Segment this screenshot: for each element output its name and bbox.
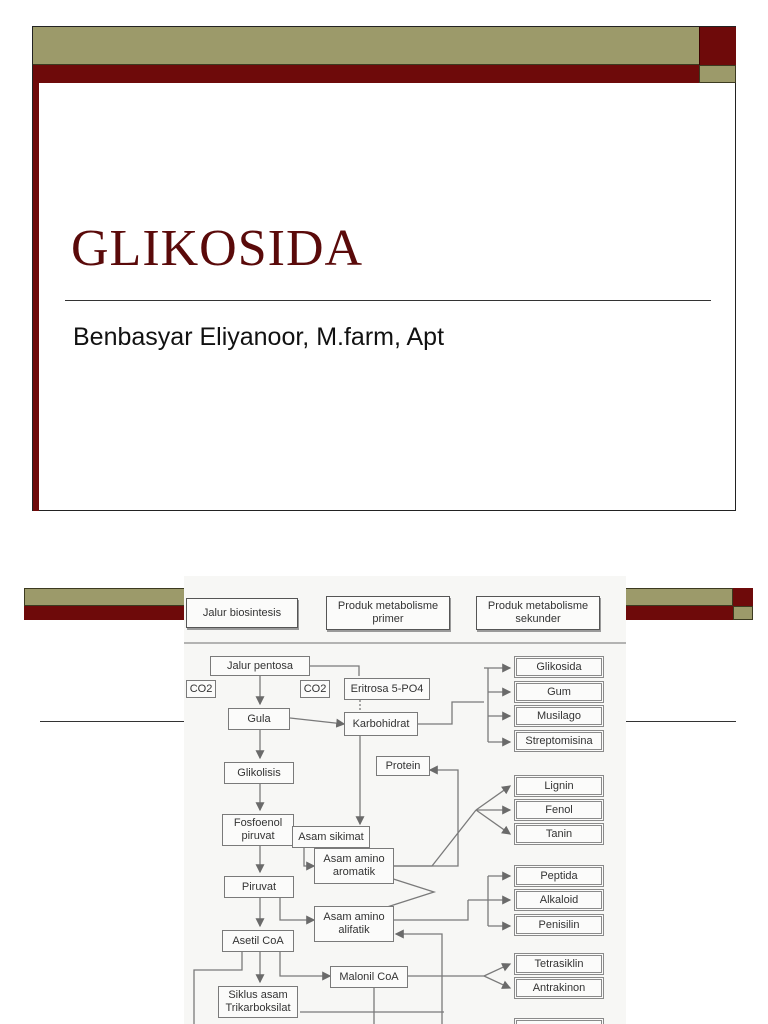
node-karbohidrat: Karbohidrat xyxy=(344,712,418,736)
node-streptomisina: Streptomisina xyxy=(514,730,604,752)
header-pathway: Jalur biosintesis xyxy=(186,598,298,628)
slide2-divider-right xyxy=(624,721,736,722)
node-piruvat: Piruvat xyxy=(224,876,294,898)
header-secondary: Produk metabolisme sekunder xyxy=(476,596,600,630)
node-eritrosa: Eritrosa 5-PO4 xyxy=(344,678,430,700)
node-glikolisis: Glikolisis xyxy=(224,762,294,784)
node-musilago: Musilago xyxy=(514,705,604,727)
node-alkaloid: Alkaloid xyxy=(514,889,604,911)
title-slide: GLIKOSIDA Benbasyar Eliyanoor, M.farm, A… xyxy=(32,26,736,511)
node-gula: Gula xyxy=(228,708,290,730)
biosynthesis-diagram: Jalur biosintesis Produk metabolisme pri… xyxy=(184,576,626,1024)
node-co2-left: CO2 xyxy=(186,680,216,698)
node-lignin: Lignin xyxy=(514,775,604,797)
node-gum: Gum xyxy=(514,681,604,703)
slide-subtitle: Benbasyar Eliyanoor, M.farm, Apt xyxy=(73,323,445,351)
corner-square-olive xyxy=(699,65,736,83)
slide2-corner-maroon xyxy=(733,588,753,606)
node-co2-right: CO2 xyxy=(300,680,330,698)
node-antrakinon: Antrakinon xyxy=(514,977,604,999)
node-cutoff xyxy=(514,1018,604,1024)
slide-title: GLIKOSIDA xyxy=(71,220,364,277)
node-glikosida: Glikosida xyxy=(514,656,604,678)
node-protein: Protein xyxy=(376,756,430,776)
node-siklus-trikarboksilat: Siklus asam Trikarboksilat xyxy=(218,986,298,1018)
node-tetrasiklin: Tetrasiklin xyxy=(514,953,604,975)
node-asam-sikimat: Asam sikimat xyxy=(292,826,370,848)
node-malonil-coa: Malonil CoA xyxy=(330,966,408,988)
node-tanin: Tanin xyxy=(514,823,604,845)
left-accent-bar xyxy=(33,83,39,511)
node-peptida: Peptida xyxy=(514,865,604,887)
node-penisilin: Penisilin xyxy=(514,914,604,936)
node-asam-amino-aromatik: Asam amino aromatik xyxy=(314,848,394,884)
node-asetil-coa: Asetil CoA xyxy=(222,930,294,952)
title-divider xyxy=(65,300,711,301)
node-fosfoenol-piruvat: Fosfoenol piruvat xyxy=(222,814,294,846)
node-fenol: Fenol xyxy=(514,799,604,821)
header-olive-bar xyxy=(33,27,699,65)
corner-square-maroon xyxy=(699,27,736,65)
slide2-corner-olive xyxy=(733,606,753,620)
header-maroon-bar xyxy=(33,65,699,83)
slide2-divider-left xyxy=(40,721,186,722)
node-asam-amino-alifatik: Asam amino alifatik xyxy=(314,906,394,942)
header-primary: Produk metabolisme primer xyxy=(326,596,450,630)
node-jalur-pentosa: Jalur pentosa xyxy=(210,656,310,676)
